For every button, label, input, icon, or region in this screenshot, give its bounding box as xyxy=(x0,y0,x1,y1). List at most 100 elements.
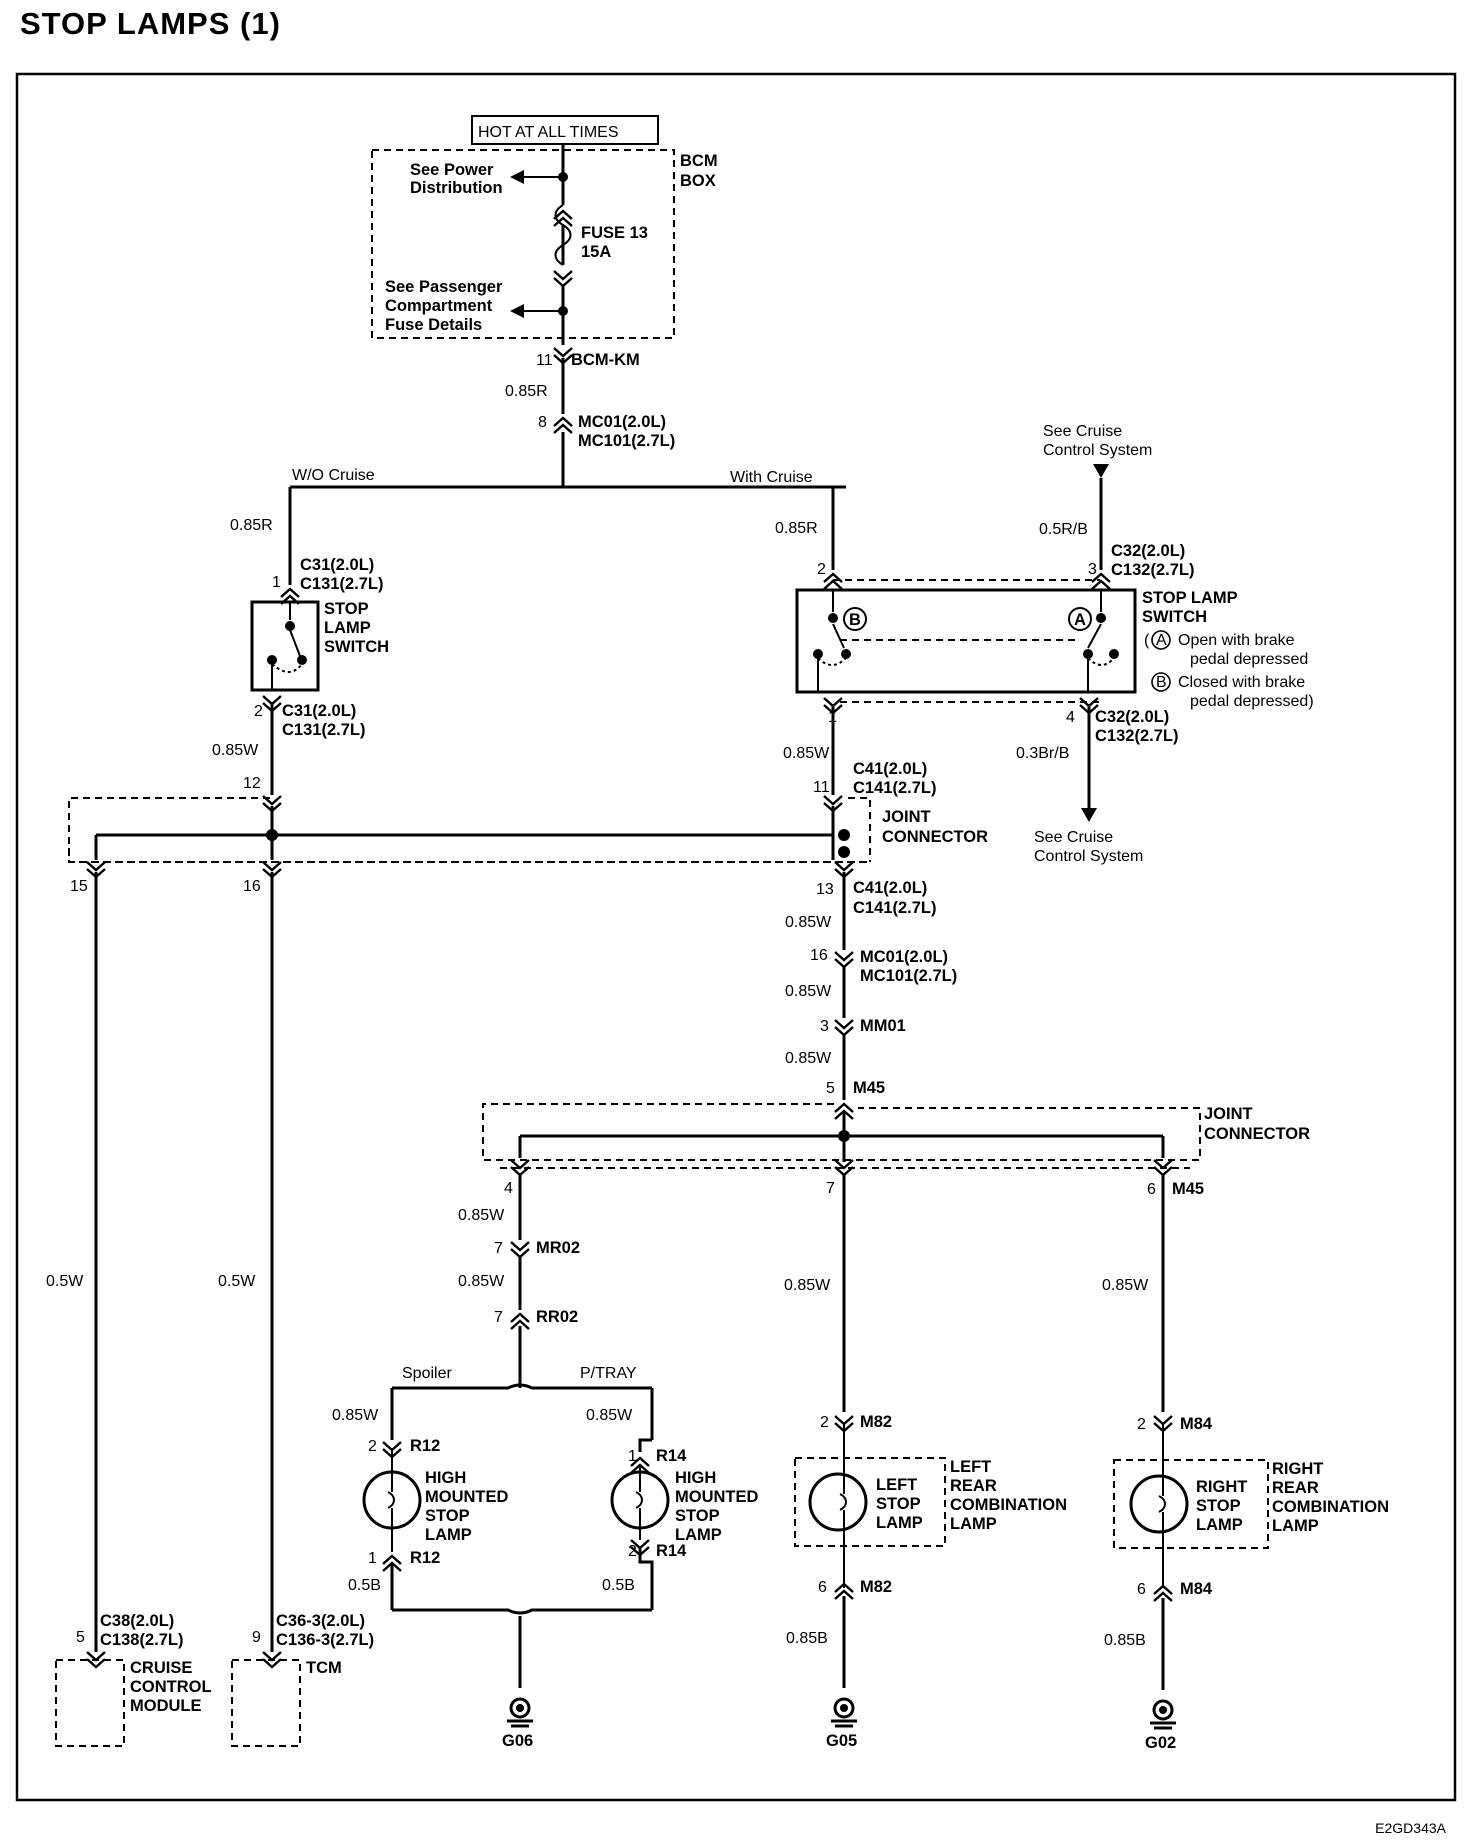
cruise-pin-4: 4 xyxy=(1066,709,1075,726)
mc01-label: MC01(2.0L) xyxy=(578,413,666,431)
right-wire-out: 0.85W xyxy=(783,745,830,762)
spoiler-label: Spoiler xyxy=(402,1365,452,1382)
ground-g06: G06 xyxy=(502,1732,533,1750)
marker-a-circle xyxy=(1068,607,1092,631)
right-rear-combination-lamp-box xyxy=(1113,1459,1269,1549)
joint-connector-2-outline xyxy=(482,1103,1201,1161)
left-stop-lamp-bulb xyxy=(808,1472,868,1532)
rr-pin-2: 2 xyxy=(1137,1416,1146,1433)
fuse-13-symbol xyxy=(554,204,572,266)
cruise-module-label-2: CONTROL xyxy=(130,1678,212,1696)
pt-label-2: MOUNTED xyxy=(675,1488,758,1506)
tcm-box xyxy=(231,1659,301,1747)
right-pin-joint: 11 xyxy=(813,779,830,796)
left-conn-in-2: C131(2.7L) xyxy=(300,575,383,593)
bcm-label: BCM xyxy=(680,152,718,170)
rr-asm-4: LAMP xyxy=(1272,1517,1319,1535)
note-b-line2: pedal depressed) xyxy=(1190,693,1314,710)
rr-m84a: M84 xyxy=(1180,1415,1213,1433)
trunk-m45: M45 xyxy=(853,1079,885,1097)
hmsl-rr02: RR02 xyxy=(536,1308,578,1326)
left-stop-lamp-switch xyxy=(250,600,320,692)
cruise-conn-bottom-1: C32(2.0L) xyxy=(1095,708,1169,726)
cruise-pin-3: 3 xyxy=(1088,561,1097,578)
mc-pin-8: 8 xyxy=(538,414,547,431)
joint-2-pin-7: 7 xyxy=(826,1180,835,1197)
mc101-label: MC101(2.7L) xyxy=(578,432,675,450)
left-pin-joint: 12 xyxy=(243,775,261,792)
trunk-mm01: MM01 xyxy=(860,1017,906,1035)
fuse-name: FUSE 13 xyxy=(581,224,648,242)
joint-2-label-2: CONNECTOR xyxy=(1204,1125,1310,1143)
trunk-w3: 0.85W xyxy=(785,1050,832,1067)
rr-lamp-2: STOP xyxy=(1196,1497,1241,1515)
pt-pin-2: 2 xyxy=(628,1543,637,1560)
pt-r14b: R14 xyxy=(656,1542,687,1560)
trunk-pin-16: 16 xyxy=(810,947,828,964)
hmsl-mr02: MR02 xyxy=(536,1239,580,1257)
cruise-module-label-1: CRUISE xyxy=(130,1659,192,1677)
cruise-wire-top: 0.5R/B xyxy=(1039,521,1088,538)
left-switch-label-2: LAMP xyxy=(324,619,371,637)
cruise-control-module-box xyxy=(55,1659,125,1747)
joint-1-pin-16: 16 xyxy=(243,878,261,895)
right-pin-in: 2 xyxy=(817,561,826,578)
note-a-open: ( xyxy=(1144,632,1150,649)
see-power-line1: See Power xyxy=(410,161,494,179)
sp-label-3: STOP xyxy=(425,1507,470,1525)
cruise-wire-bottom: 0.3Br/B xyxy=(1016,745,1069,762)
joint-1-conn13-1: C41(2.0L) xyxy=(853,879,927,897)
see-passenger-line2: Compartment xyxy=(385,297,493,315)
cruise-module-pin: 5 xyxy=(76,1629,85,1646)
rr-asm-3: COMBINATION xyxy=(1272,1498,1389,1516)
wire-085r-main: 0.85R xyxy=(505,383,548,400)
pt-wire: 0.85W xyxy=(586,1407,633,1424)
cruise-module-label-3: MODULE xyxy=(130,1697,202,1715)
left-conn-out-2: C131(2.7L) xyxy=(282,721,365,739)
page-title: STOP LAMPS (1) xyxy=(20,6,281,41)
left-wire-in: 0.85R xyxy=(230,517,273,534)
joint-connector-1-outline xyxy=(68,797,871,863)
marker-b-circle xyxy=(843,607,867,631)
see-cruise-bottom-2: Control System xyxy=(1034,848,1143,865)
left-pin-in: 1 xyxy=(272,574,281,591)
note-a-line2: pedal depressed xyxy=(1190,651,1308,668)
lr-asm-4: LAMP xyxy=(950,1515,997,1533)
lr-lamp-2: STOP xyxy=(876,1495,921,1513)
lr-wire-out: 0.85B xyxy=(786,1630,828,1647)
hmsl-split xyxy=(392,1383,652,1390)
rr-pin-6: 6 xyxy=(1137,1581,1146,1598)
joint-1-label-2: CONNECTOR xyxy=(882,828,988,846)
bcm-pin: 11 xyxy=(536,352,553,369)
trunk-w1: 0.85W xyxy=(785,914,832,931)
hot-at-all-times-box xyxy=(471,115,659,145)
cruise-conn-top-2: C132(2.7L) xyxy=(1111,561,1194,579)
sp-label-4: LAMP xyxy=(425,1526,472,1544)
left-switch-label-1: STOP xyxy=(324,600,369,618)
sp-pin-2: 2 xyxy=(368,1438,377,1455)
note-b-line1: Closed with brake xyxy=(1178,674,1305,691)
pt-pin-1: 1 xyxy=(628,1448,637,1465)
ground-g02: G02 xyxy=(1145,1734,1176,1752)
hmsl-ground-bus xyxy=(392,1608,652,1688)
box-label: BOX xyxy=(680,172,716,190)
pt-r14a: R14 xyxy=(656,1447,687,1465)
right-pin-out: 1 xyxy=(828,709,837,726)
tcm-wire: 0.5W xyxy=(218,1273,256,1290)
tcm-conn-1: C36-3(2.0L) xyxy=(276,1612,365,1630)
see-passenger-line1: See Passenger xyxy=(385,278,503,296)
sp-pin-1: 1 xyxy=(368,1550,377,1567)
hot-at-all-times-label: HOT AT ALL TIMES xyxy=(478,124,619,141)
hmsl-pin-7b: 7 xyxy=(494,1309,503,1326)
right-conn-joint-1: C41(2.0L) xyxy=(853,760,927,778)
see-cruise-top-1: See Cruise xyxy=(1043,423,1122,440)
pt-label-4: LAMP xyxy=(675,1526,722,1544)
rr-asm-2: REAR xyxy=(1272,1479,1319,1497)
see-cruise-top-2: Control System xyxy=(1043,442,1152,459)
joint-1-conn13-2: C141(2.7L) xyxy=(853,899,936,917)
sp-r12a: R12 xyxy=(410,1437,440,1455)
bcm-box-outline xyxy=(371,149,675,339)
right-stop-lamp-switch xyxy=(795,588,1137,694)
hmsl-pin-7a: 7 xyxy=(494,1240,503,1257)
